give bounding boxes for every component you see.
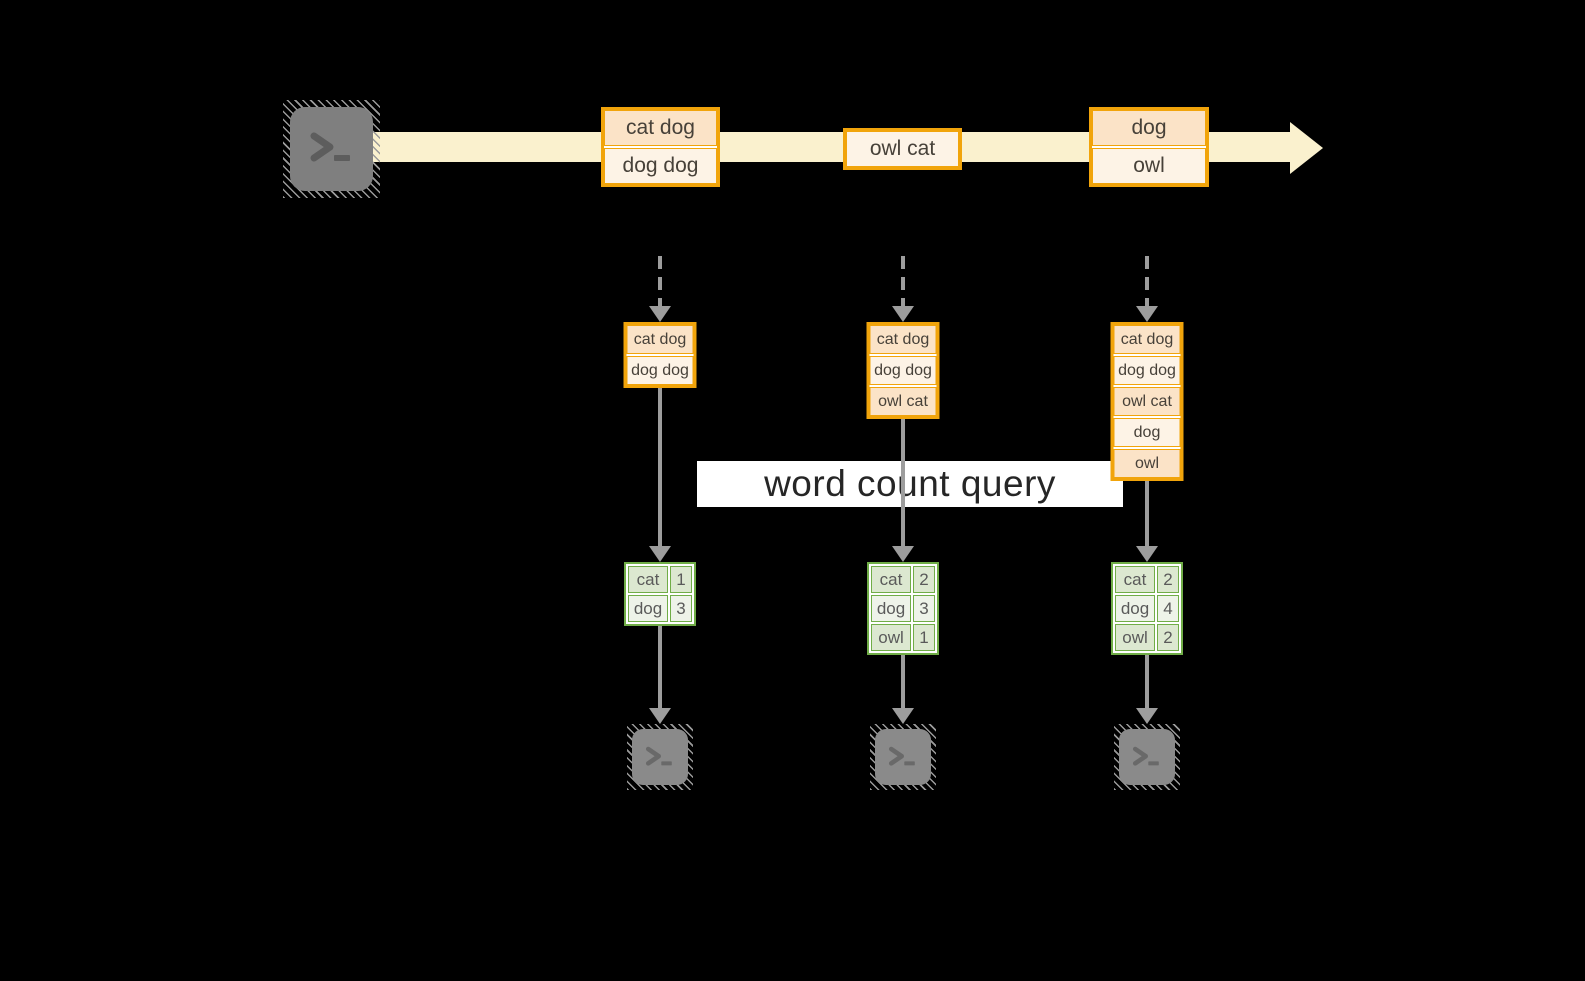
dashed-arrowhead-icon	[1136, 306, 1158, 322]
snapshot-cell: owl cat	[869, 387, 937, 416]
dashed-arrowhead-icon	[649, 306, 671, 322]
snapshot-cell: cat dog	[1113, 325, 1181, 354]
connector-line	[658, 387, 662, 546]
sink-terminal-icon	[627, 724, 693, 790]
count-word-cell: cat	[628, 566, 668, 593]
sink-terminal-icon	[870, 724, 936, 790]
count-word-cell: cat	[871, 566, 911, 593]
terminal-screen	[875, 729, 931, 785]
dashed-arrow	[901, 256, 905, 306]
count-value-cell: 1	[670, 566, 692, 593]
query-banner-label: word count query	[764, 463, 1056, 504]
stream-record-cell: dog dog	[604, 148, 717, 184]
snapshot-cell: dog dog	[626, 356, 694, 385]
arrowhead-icon	[892, 708, 914, 724]
connector-line	[1145, 479, 1149, 546]
snapshot-cell: dog dog	[1113, 356, 1181, 385]
terminal-screen	[290, 107, 373, 191]
count-word-cell: dog	[628, 595, 668, 622]
dashed-arrow	[1145, 256, 1149, 306]
arrowhead-icon	[892, 546, 914, 562]
stream-record-cell: owl	[1092, 148, 1206, 184]
count-word-cell: dog	[1115, 595, 1155, 622]
count-word-cell: cat	[1115, 566, 1155, 593]
count-word-cell: owl	[871, 624, 911, 651]
snapshot-cell: owl	[1113, 449, 1181, 478]
connector-line	[901, 655, 905, 708]
stream-record-cell: owl cat	[846, 131, 959, 167]
arrowhead-icon	[1136, 546, 1158, 562]
count-value-cell: 2	[1157, 566, 1179, 593]
prompt-glyph-icon	[645, 746, 672, 766]
count-value-cell: 2	[913, 566, 935, 593]
sink-terminal-icon	[1114, 724, 1180, 790]
connector-line	[1145, 655, 1149, 708]
arrowhead-icon	[649, 708, 671, 724]
prompt-glyph-icon	[1132, 746, 1159, 766]
snapshot-cell: cat dog	[626, 325, 694, 354]
arrowhead-icon	[649, 546, 671, 562]
snapshot-cell: cat dog	[869, 325, 937, 354]
count-word-cell: dog	[871, 595, 911, 622]
count-value-cell: 3	[913, 595, 935, 622]
snapshot-cell: dog	[1113, 418, 1181, 447]
dashed-arrowhead-icon	[892, 306, 914, 322]
dashed-arrow	[658, 256, 662, 306]
count-value-cell: 2	[1157, 624, 1179, 651]
connector-line	[901, 417, 905, 546]
count-value-cell: 1	[913, 624, 935, 651]
connector-line	[658, 626, 662, 708]
count-word-cell: owl	[1115, 624, 1155, 651]
query-banner: word count query	[697, 461, 1123, 507]
prompt-glyph-icon	[888, 746, 915, 766]
stream-record-cell: cat dog	[604, 110, 717, 146]
snapshot-cell: owl cat	[1113, 387, 1181, 416]
terminal-screen	[1119, 729, 1175, 785]
terminal-screen	[632, 729, 688, 785]
stream-record-box: owl cat	[843, 128, 962, 170]
stream-arrowhead-icon	[1290, 122, 1323, 174]
source-terminal-icon	[283, 100, 380, 198]
arrowhead-icon	[1136, 708, 1158, 724]
snapshot-cell: dog dog	[869, 356, 937, 385]
count-value-cell: 3	[670, 595, 692, 622]
count-value-cell: 4	[1157, 595, 1179, 622]
stream-record-cell: dog	[1092, 110, 1206, 146]
prompt-glyph-icon	[310, 132, 350, 162]
